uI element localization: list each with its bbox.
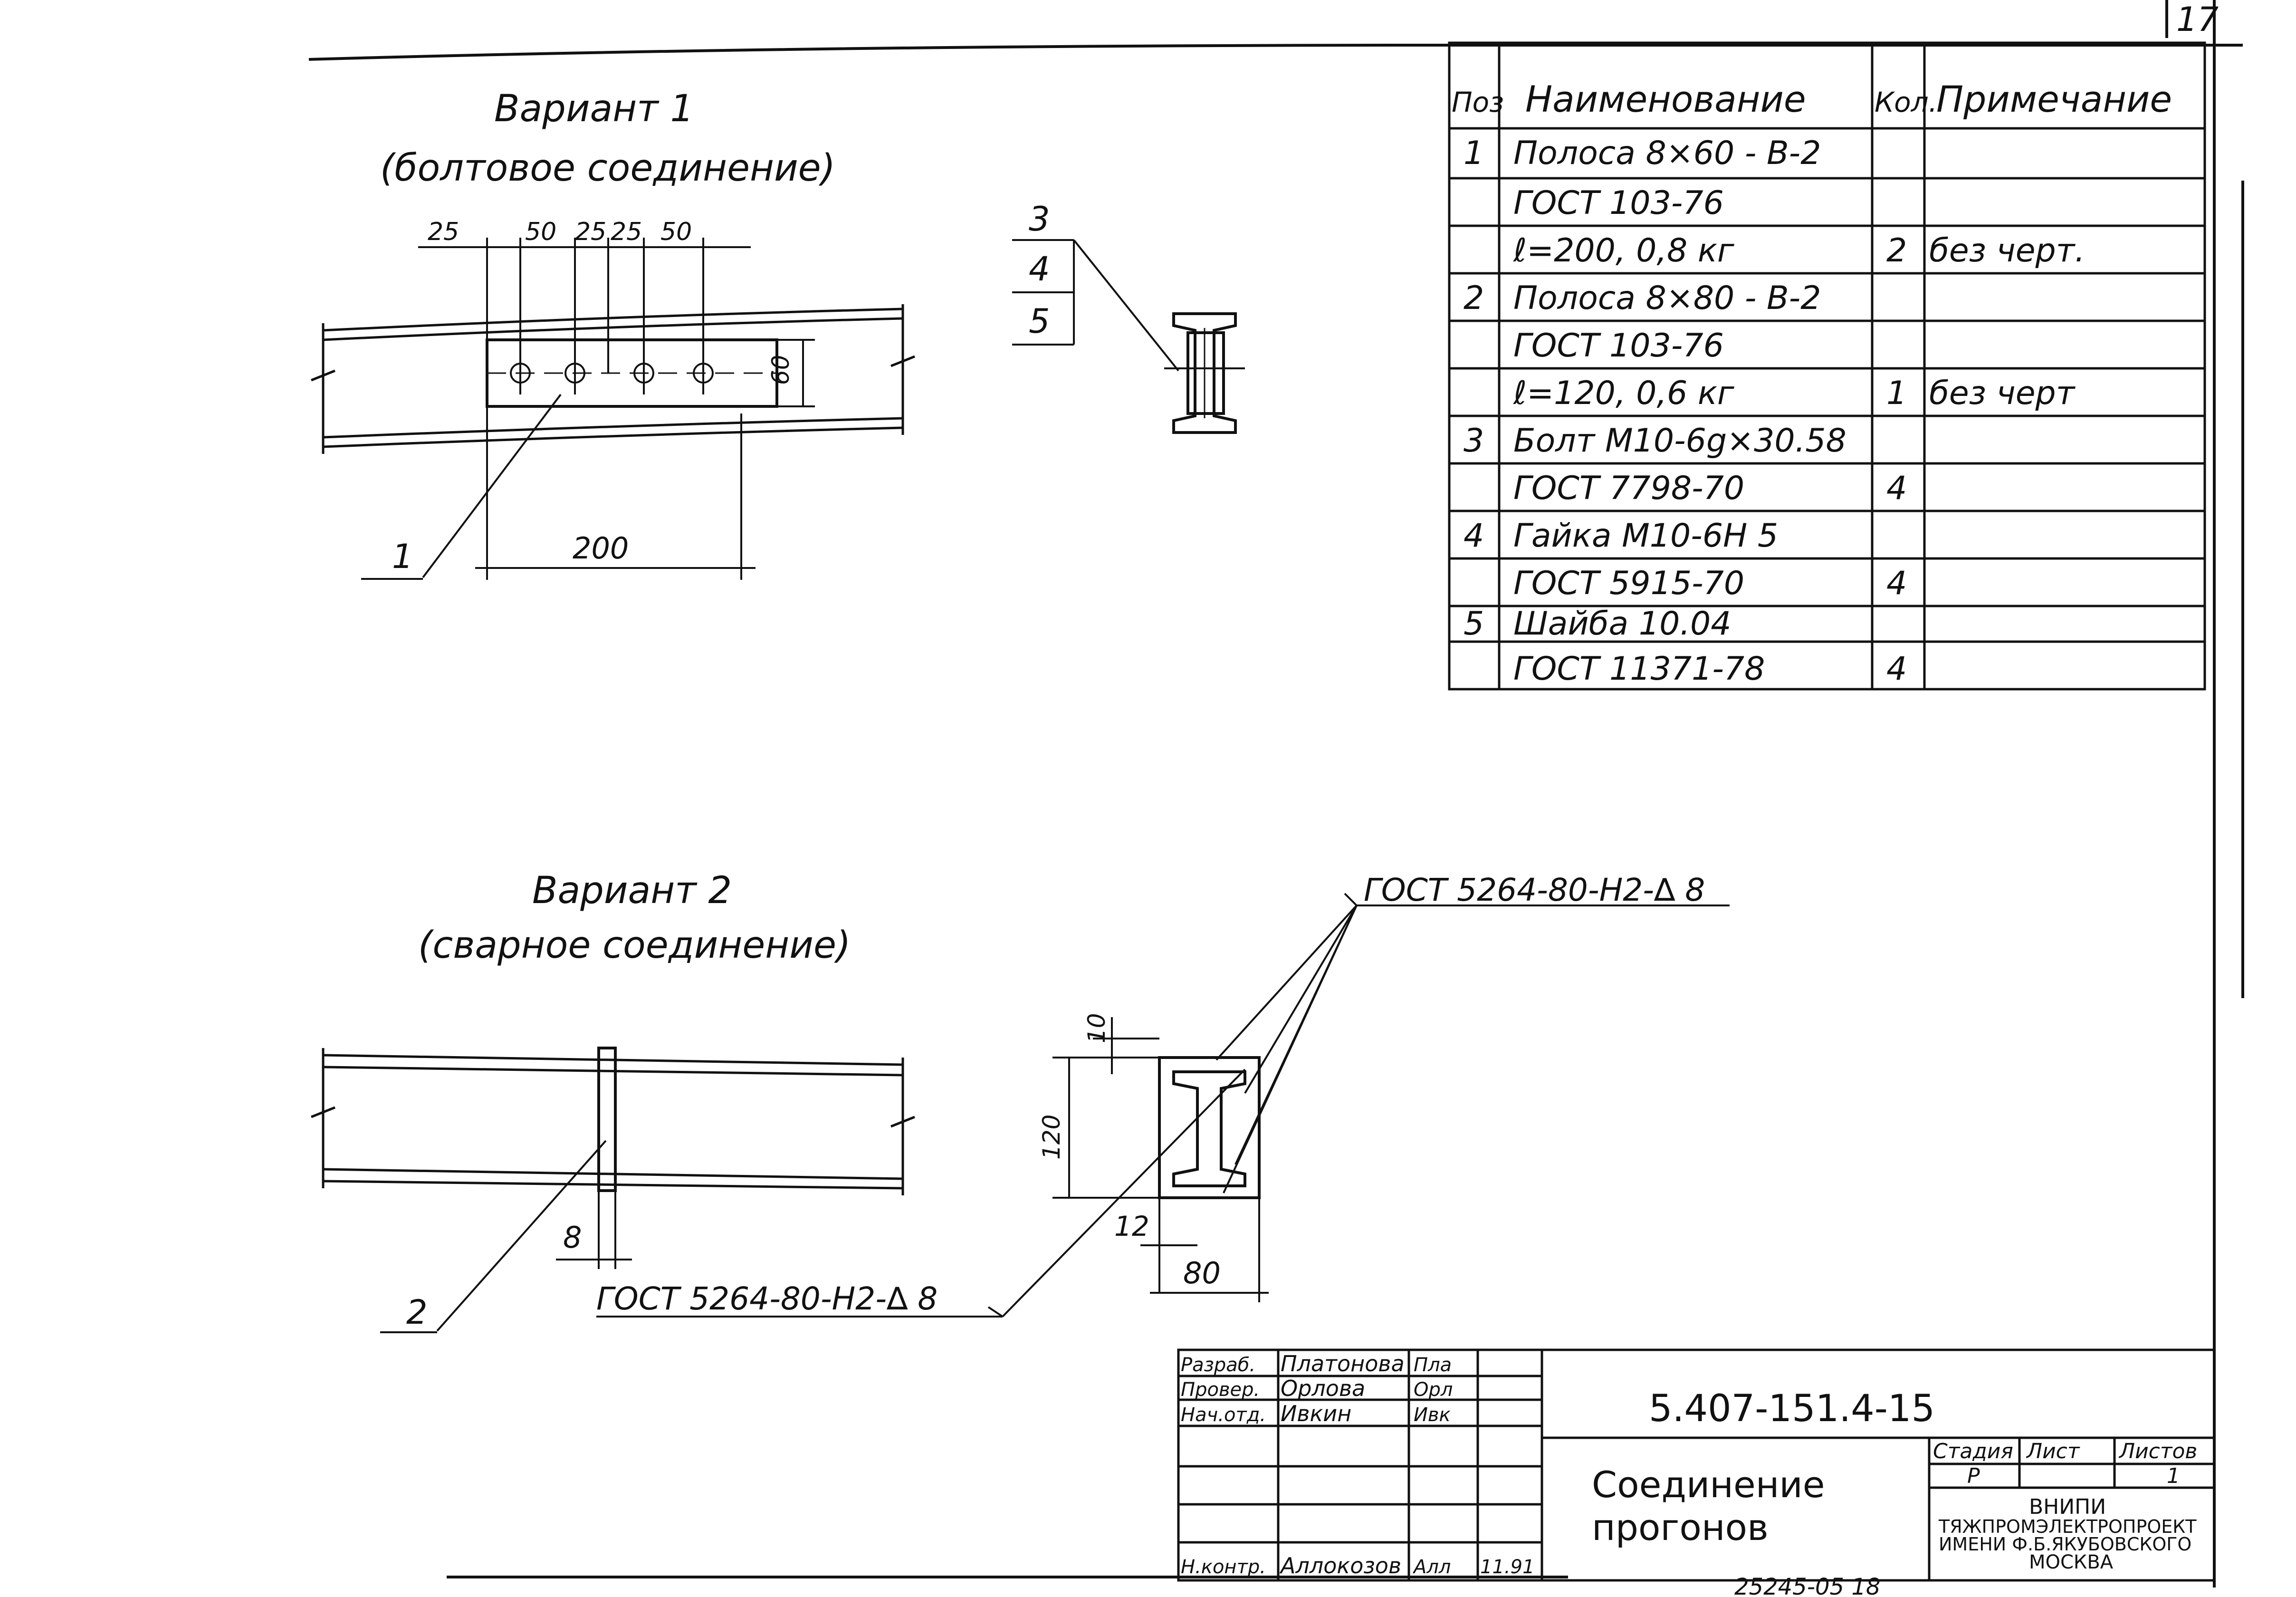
tb-org-line1: ВНИПИ	[2029, 1495, 2106, 1519]
spec-rows: 1 Полоса 8×60 - В-2 ГОСТ 103-76 ℓ=200, 0…	[1464, 135, 2085, 688]
variant2-beam	[311, 1048, 915, 1195]
spec-row-name: Полоса 8×60 - В-2	[1513, 135, 1821, 172]
variant1-dim-length: 200	[573, 531, 629, 566]
spec-row-note: без черт.	[1929, 232, 2085, 269]
variant2-dim-web: 12	[1114, 1210, 1149, 1242]
variant1-dim-50b: 50	[660, 218, 692, 246]
variant1-bolt-holes	[510, 352, 714, 394]
spec-row-name: Полоса 8×80 - В-2	[1513, 279, 1821, 317]
tb-name-1: Орлова	[1281, 1376, 1365, 1401]
spec-row-pos: 1	[1464, 135, 1484, 172]
variant2-weld-label-top: ГОСТ 5264-80-Н2-∆ 8	[1364, 872, 1705, 908]
spec-row-name: Болт М10-6g×30.58	[1513, 422, 1846, 460]
variant1-subtitle: (болтовое соединение)	[380, 147, 835, 190]
variant1-callout-3: 3	[1029, 200, 1050, 239]
tb-date-6: 11.91	[1480, 1556, 1535, 1578]
variant1-height-dim	[777, 339, 815, 407]
tb-stage-value: Р	[1967, 1464, 1980, 1488]
variant2-leader-2	[380, 1140, 607, 1333]
variant1-dim-50a: 50	[525, 218, 556, 246]
spec-row-qty: 2	[1886, 232, 1907, 269]
tb-stage-header: Стадия	[1933, 1439, 2013, 1463]
spec-row-name: ГОСТ 103-76	[1513, 327, 1724, 365]
spec-header-name: Наименование	[1525, 78, 1806, 120]
tb-name-0: Платонова	[1281, 1351, 1405, 1376]
tb-role-0: Разраб.	[1181, 1354, 1255, 1376]
variant2-dim-width: 80	[1183, 1256, 1221, 1290]
spec-header-note: Примечание	[1936, 78, 2172, 120]
variant2-thickness-dim	[556, 1191, 632, 1269]
variant2-title: Вариант 2	[532, 869, 732, 912]
spec-row-qty: 1	[1886, 375, 1907, 412]
spec-row-pos: 4	[1464, 517, 1484, 555]
variant1-beam	[311, 304, 915, 454]
tb-sign-0: Пла	[1414, 1354, 1452, 1376]
variant2-dim-thickness: 8	[563, 1220, 582, 1255]
tb-name-6: Аллокозов	[1279, 1553, 1401, 1578]
tb-role-1: Провер.	[1181, 1379, 1260, 1401]
variant2-section-dims	[1052, 1017, 1269, 1302]
tb-title-line2: прогонов	[1592, 1506, 1769, 1549]
tb-org-line3: ИМЕНИ Ф.Б.ЯКУБОВСКОГО	[1939, 1534, 2191, 1555]
tb-sign-1: Орл	[1414, 1379, 1453, 1401]
variant1-callout-4: 4	[1029, 250, 1050, 289]
variant1-callout-1: 1	[392, 537, 413, 576]
tb-sheet-value: 1	[2167, 1464, 2180, 1488]
spec-row-qty: 4	[1886, 650, 1907, 688]
spec-row-pos: 2	[1464, 279, 1484, 317]
tb-sign-2: Ивк	[1414, 1404, 1451, 1426]
tb-org-line2: ТЯЖПРОМЭЛЕКТРОПРОЕКТ	[1938, 1516, 2197, 1537]
variant2-ibeam-section	[1158, 1056, 1261, 1199]
tb-sign-6: Алл	[1412, 1556, 1451, 1578]
spec-header-pos: Поз	[1452, 86, 1504, 118]
spec-row-name: ГОСТ 11371-78	[1513, 650, 1765, 688]
variant1-callout-5: 5	[1029, 302, 1050, 341]
variant1-dim-25c: 25	[611, 218, 642, 246]
variant2-weld-plate	[597, 1047, 617, 1192]
tb-sheets-header: Листов	[2118, 1439, 2197, 1463]
tb-doc-code: 5.407-151.4-15	[1649, 1387, 1935, 1430]
spec-table	[1448, 41, 2206, 691]
sheet-frame	[308, 0, 2244, 1587]
variant2-dim-flange: 10	[1083, 1013, 1110, 1043]
variant1-ibeam-section	[1164, 312, 1245, 434]
variant1-title: Вариант 1	[494, 87, 694, 130]
variant2-callout-2: 2	[406, 1293, 428, 1332]
variant2-dim-height: 120	[1038, 1115, 1065, 1160]
spec-row-note: без черт	[1929, 375, 2076, 412]
spec-row-name: ГОСТ 7798-70	[1513, 470, 1744, 507]
variant1-callout-stack	[1012, 239, 1179, 372]
tb-title-line1: Соединение	[1592, 1463, 1825, 1506]
title-block	[1177, 1348, 2216, 1582]
tb-role-2: Нач.отд.	[1181, 1404, 1266, 1426]
spec-row-name: Шайба 10.04	[1513, 605, 1731, 643]
variant1-dim-height: 60	[767, 355, 794, 385]
tb-sheet-header: Лист	[2026, 1439, 2080, 1463]
spec-header-qty: Кол.	[1875, 86, 1937, 118]
variant1-dim-25a: 25	[428, 218, 459, 246]
tb-org-line4: МОСКВА	[2029, 1551, 2114, 1573]
spec-row-qty: 4	[1886, 470, 1907, 507]
spec-row-name: ℓ=200, 0,8 кг	[1513, 232, 1735, 269]
variant1-leader-1	[361, 394, 562, 580]
variant2-subtitle: (сварное соединение)	[418, 924, 851, 967]
spec-row-name: ℓ=120, 0,6 кг	[1513, 375, 1735, 412]
variant2-weld-leaders-top	[1215, 893, 1730, 1193]
spec-row-name: ГОСТ 103-76	[1513, 184, 1724, 222]
tb-role-6: Н.контр.	[1181, 1556, 1266, 1578]
variant2-weld-label-bottom: ГОСТ 5264-80-Н2-∆ 8	[596, 1280, 938, 1317]
spec-row-pos: 5	[1464, 605, 1484, 643]
spec-row-pos: 3	[1464, 422, 1484, 460]
variant1-top-dimensions	[418, 238, 751, 373]
spec-row-name: Гайка М10-6Н 5	[1513, 517, 1778, 555]
tb-footer-number: 25245-05 18	[1734, 1574, 1880, 1597]
spec-row-name: ГОСТ 5915-70	[1513, 565, 1744, 602]
spec-row-qty: 4	[1886, 565, 1907, 602]
variant1-dim-25b: 25	[575, 218, 606, 246]
sheet-corner-number: 17	[2176, 0, 2219, 39]
tb-name-2: Ивкин	[1281, 1401, 1351, 1426]
variant2-weld-leader-bottom	[596, 1068, 1246, 1318]
